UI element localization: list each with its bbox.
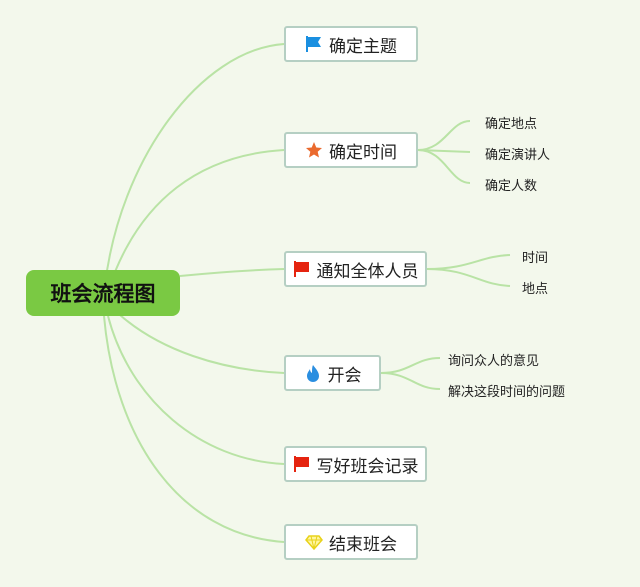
subtopic[interactable]: 确定地点	[485, 117, 538, 132]
connector	[380, 372, 441, 390]
red-flag-icon	[293, 456, 309, 472]
topic-label: 写好班会记录	[316, 456, 419, 477]
connector	[380, 357, 441, 374]
subtopic[interactable]: 解决这段时间的问题	[448, 385, 566, 400]
red-flag-icon	[293, 261, 309, 277]
connector	[179, 268, 285, 277]
subtopic[interactable]: 确定人数	[485, 179, 538, 194]
subtopic[interactable]: 询问众人的意见	[448, 354, 540, 369]
connector	[417, 120, 471, 151]
connector	[426, 254, 511, 270]
star-icon	[306, 142, 322, 158]
fire-icon	[306, 365, 319, 382]
connector	[103, 315, 285, 543]
subtopic[interactable]: 时间	[522, 251, 549, 266]
topic-notify-everyone[interactable]: 通知全体人员	[284, 251, 427, 287]
connector	[426, 268, 511, 287]
subtopic[interactable]: 确定演讲人	[485, 148, 551, 163]
root-topic[interactable]: 班会流程图	[26, 270, 180, 316]
connector	[119, 314, 285, 374]
topic-write-record[interactable]: 写好班会记录	[284, 446, 427, 482]
topic-confirm-theme[interactable]: 确定主题	[284, 26, 418, 62]
connector	[109, 149, 285, 286]
blue-flag-icon	[306, 36, 321, 52]
topic-label: 开会	[327, 365, 362, 386]
connector	[417, 149, 471, 184]
connector	[104, 43, 285, 286]
topic-label: 确定时间	[329, 142, 397, 163]
subtopic[interactable]: 地点	[522, 282, 549, 297]
connector	[107, 315, 285, 465]
topic-confirm-time[interactable]: 确定时间	[284, 132, 418, 168]
topic-end-meeting[interactable]: 结束班会	[284, 524, 418, 560]
diamond-icon	[305, 535, 323, 551]
topic-meeting[interactable]: 开会	[284, 355, 381, 391]
topic-label: 结束班会	[329, 534, 397, 555]
topic-label: 通知全体人员	[316, 261, 419, 282]
topic-label: 确定主题	[329, 36, 397, 57]
